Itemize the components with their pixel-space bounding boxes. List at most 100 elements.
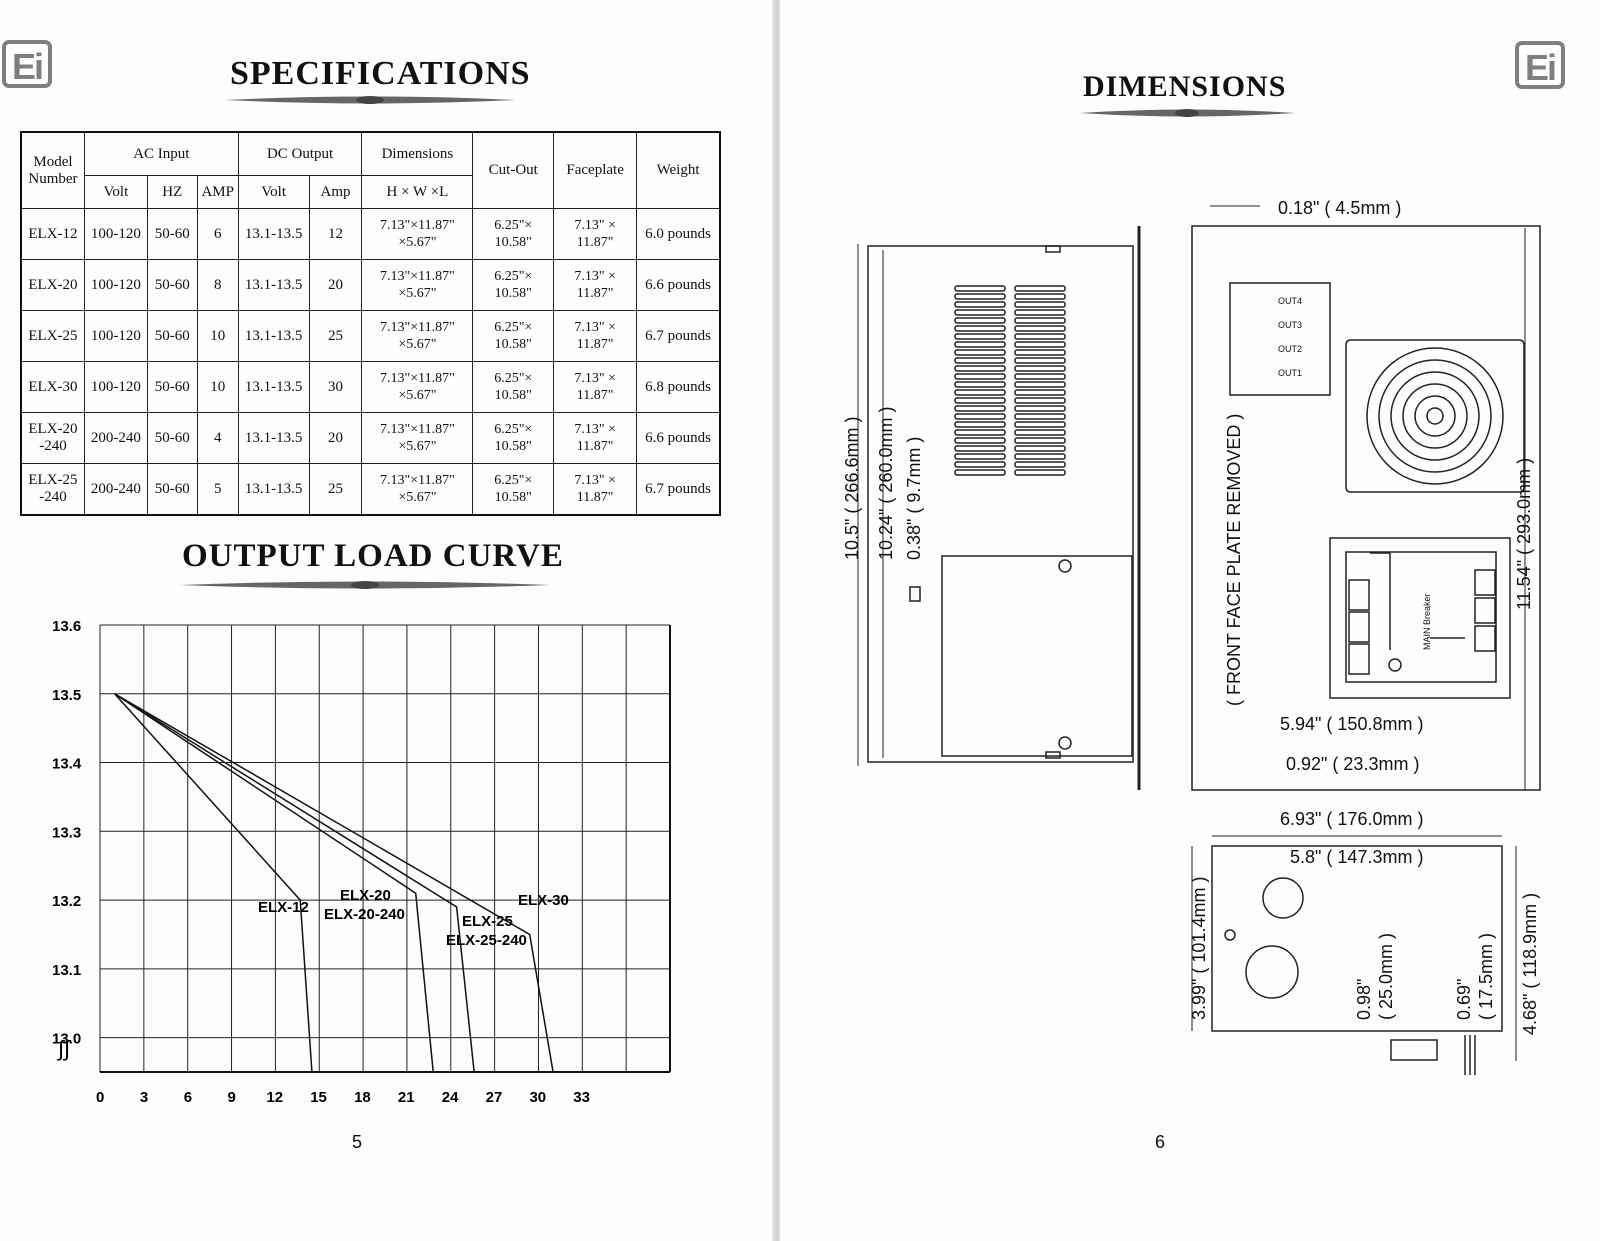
cell-dims: 7.13"×11.87" ×5.67" [361,361,474,413]
specifications-title: SPECIFICATIONS [230,55,531,92]
cell-weight: 6.8 pounds [636,361,721,413]
cell-dims: 7.13"×11.87" ×5.67" [361,208,474,260]
cell-cutout: 6.25"× 10.58" [472,412,555,464]
th-faceplate: Faceplate [553,131,638,209]
series-label: ELX-25 [462,913,513,930]
dim-0-98-mm: ( 25.0mm ) [1376,933,1396,1020]
series-line [114,693,475,1073]
y-tick-label: 13.3 [52,824,81,841]
x-tick-label: 6 [184,1089,192,1106]
cell-model: ELX-12 [20,208,85,260]
cell-dcv: 13.1-13.5 [237,412,310,464]
right-page: Ei DIMENSIONS [780,0,1600,1241]
cell-model: ELX-30 [20,361,85,413]
main-breaker-label: MAIN Breaker [1422,593,1432,650]
th-amp: AMP [196,175,239,209]
x-tick-label: 24 [442,1089,459,1106]
cell-amp: 10 [196,310,239,362]
cell-dims: 7.13"×11.87" ×5.67" [361,412,474,464]
cell-hz: 50-60 [146,412,198,464]
dim-10-5: 10.5" ( 266.6mm ) [842,417,862,560]
dimension-lines [857,205,1530,1061]
ei-logo: Ei [2,40,52,88]
cell-weight: 6.6 pounds [636,412,721,464]
y-tick-label: 13.1 [52,962,81,979]
th-dimensions: Dimensions [361,131,474,176]
series-label: ELX-25-240 [446,932,527,949]
th-cutout: Cut-Out [472,131,555,209]
cell-weight: 6.0 pounds [636,208,721,260]
cell-cutout: 6.25"× 10.58" [472,463,555,516]
dimensions-title: DIMENSIONS [1083,70,1287,103]
cell-dims: 7.13"×11.87" ×5.67" [361,463,474,516]
x-tick-label: 27 [486,1089,503,1106]
x-tick-label: 0 [96,1089,104,1106]
x-tick-label: 21 [398,1089,415,1106]
cell-volt: 200-240 [83,463,148,516]
cell-dcv: 13.1-13.5 [237,310,310,362]
th-model: Model Number [20,131,85,209]
specifications-table: Model Number AC Input DC Output Dimensio… [20,131,721,516]
dim-10-24: 10.24" ( 260.0mm ) [876,407,896,560]
y-tick-label: 13.4 [52,756,82,773]
cell-weight: 6.6 pounds [636,259,721,311]
cell-weight: 6.7 pounds [636,310,721,362]
left-page: Ei SPECIFICATIONS Model Number AC Input … [0,0,773,1241]
dim-3-99: 3.99" ( 101.4mm ) [1189,877,1209,1020]
cell-dca: 25 [308,463,363,516]
series-label: ELX-12 [258,899,309,916]
book-spine [772,0,782,1241]
th-dc-amp: Amp [308,175,363,209]
cell-volt: 100-120 [83,208,148,260]
cell-cutout: 6.25"× 10.58" [472,259,555,311]
out2-label: OUT2 [1278,344,1302,354]
dim-6-93: 6.93" ( 176.0mm ) [1280,809,1423,829]
cell-faceplate: 7.13" × 11.87" [553,259,638,311]
bottom-view [1211,845,1503,1075]
series-line [114,693,313,1073]
x-tick-label: 3 [140,1089,148,1106]
dim-0-98: 0.98" [1354,979,1374,1020]
page-number-5: 5 [352,1132,363,1152]
front-view [1191,225,1541,791]
front-face-plate-label: ( FRONT FACE PLATE REMOVED ) [1224,414,1244,706]
series-line [114,693,554,1073]
cell-hz: 50-60 [146,310,198,362]
series-label: ELX-20 [340,887,391,904]
th-volt: Volt [83,175,148,209]
cell-volt: 200-240 [83,412,148,464]
curve-title-flourish [180,581,550,589]
cell-amp: 6 [196,208,239,260]
dim-0-69: 0.69" [1454,979,1474,1020]
x-tick-label: 9 [228,1089,236,1106]
th-dc-output: DC Output [237,131,363,176]
cell-faceplate: 7.13" × 11.87" [553,412,638,464]
series-label: ELX-20-240 [324,906,405,923]
x-tick-label: 15 [310,1089,327,1106]
output-load-curve-title: OUTPUT LOAD CURVE [182,538,564,574]
cell-faceplate: 7.13" × 11.87" [553,463,638,516]
cell-model: ELX-20 -240 [20,412,85,464]
y-tick-label: 13.2 [52,893,81,910]
cell-dcv: 13.1-13.5 [237,259,310,311]
y-tick-label: 13.0 [52,1031,81,1048]
out3-label: OUT3 [1278,320,1302,330]
dim-5-8: 5.8" ( 147.3mm ) [1290,847,1423,867]
cell-dcv: 13.1-13.5 [237,361,310,413]
cell-model: ELX-20 [20,259,85,311]
cell-hz: 50-60 [146,361,198,413]
side-view [867,226,1141,790]
cell-cutout: 6.25"× 10.58" [472,310,555,362]
dim-11-54: 11.54" ( 293.0mm ) [1514,458,1534,610]
x-tick-label: 33 [573,1089,590,1106]
y-tick-label: 13.6 [52,618,81,635]
cell-volt: 100-120 [83,361,148,413]
series-line [114,693,434,1073]
page-number-6: 6 [1155,1132,1166,1152]
